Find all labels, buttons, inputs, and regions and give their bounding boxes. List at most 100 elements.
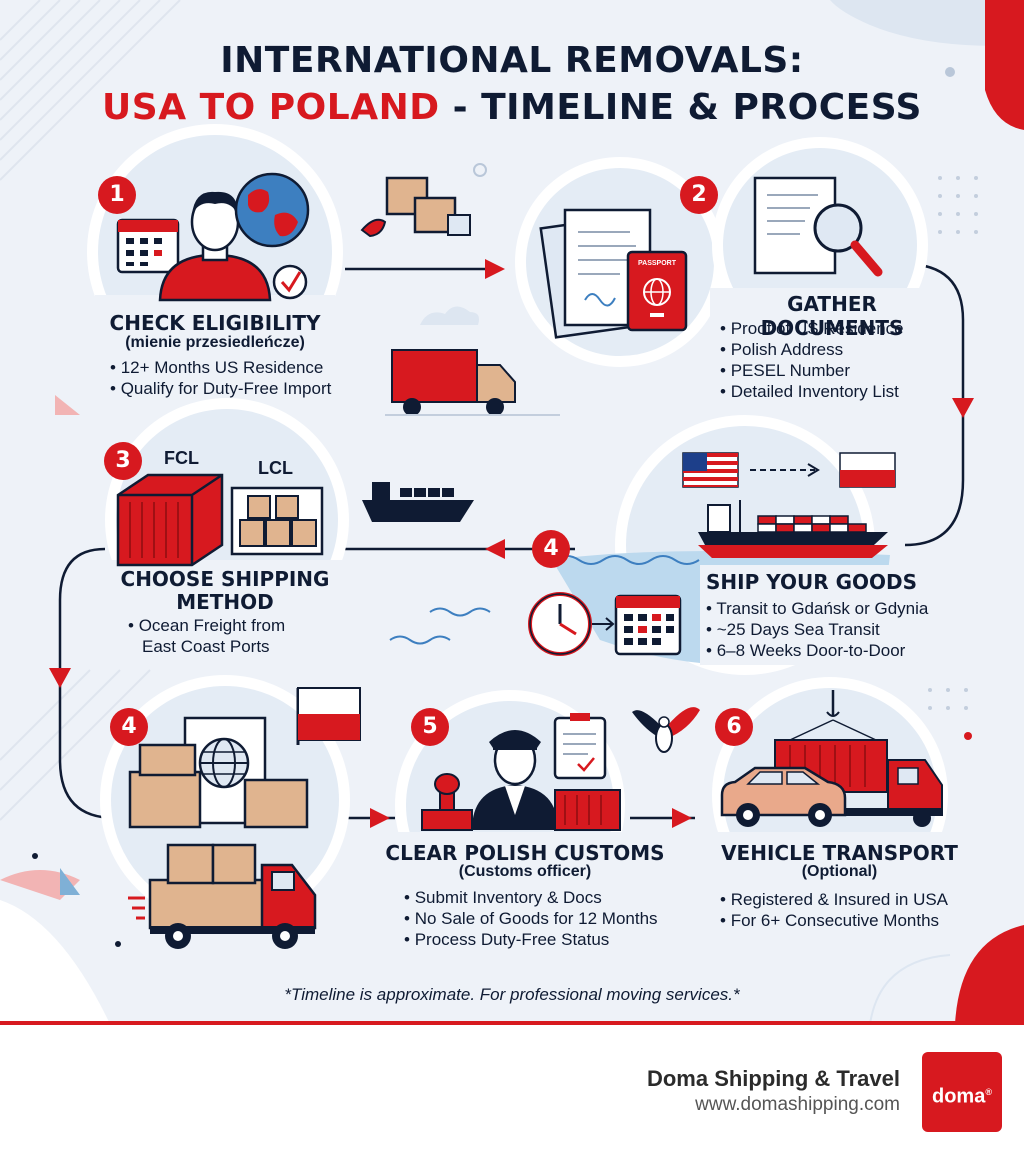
step4-number-badge: 4 <box>532 530 570 568</box>
step5-number-badge: 5 <box>411 708 449 746</box>
step4-bullet: ~25 Days Sea Transit <box>706 619 928 640</box>
moving-boxes-icon <box>128 743 309 829</box>
page-title-line1: INTERNATIONAL REMOVALS: <box>220 40 804 81</box>
passport-icon <box>626 250 688 332</box>
decor-dot-red <box>964 732 972 740</box>
fcl-container-icon <box>116 473 224 567</box>
brand-name: Doma Shipping & Travel <box>646 1066 900 1091</box>
lcl-label: LCL <box>258 458 293 478</box>
cloud-decor <box>420 306 479 325</box>
decor-corner-red <box>985 0 1024 130</box>
step5-bullet: No Sale of Goods for 12 Months <box>404 908 658 929</box>
step1-subheading: (mienie przesiedlеńcze) <box>125 334 305 351</box>
decor-left-white-shape <box>0 900 110 1024</box>
poland-flag-icon <box>296 687 361 745</box>
step1-bullet: Qualify for Duty-Free Import <box>110 378 332 399</box>
magnifier-icon <box>813 203 883 277</box>
step1-bullet-list: 12+ Months US Residence Qualify for Duty… <box>110 357 332 399</box>
footer-divider <box>0 1021 1024 1025</box>
cargo-ship-small-icon <box>362 482 474 522</box>
person-icon <box>158 191 272 302</box>
red-container-icon <box>554 789 621 831</box>
step2-bullet: PESEL Number <box>720 360 904 381</box>
lcl-container-icon <box>230 486 324 556</box>
step5-bullet: Process Duty-Free Status <box>404 929 658 950</box>
calendar-icon-2 <box>614 594 682 656</box>
step3-text-bg <box>100 560 355 660</box>
title-rest: - TIMELINE & PROCESS <box>439 87 922 128</box>
decor-hatch <box>0 0 181 181</box>
fcl-label: FCL <box>164 448 199 468</box>
step4-bullet-list: Transit to Gdańsk or Gdynia ~25 Days Sea… <box>706 598 928 661</box>
step5-subheading: (Customs officer) <box>458 863 592 880</box>
decor-corner-blue <box>830 0 1024 46</box>
step2-bullet: Proof of US Residence <box>720 318 904 339</box>
step4-bullet: 6–8 Weeks Door-to-Door <box>706 640 928 661</box>
step1-heading: CHECK ELIGIBILITY <box>109 311 321 335</box>
moving-truck-icon <box>128 843 317 949</box>
step5-bullet-list: Submit Inventory & Docs No Sale of Goods… <box>404 887 658 950</box>
step6-subheading: (Optional) <box>801 863 878 880</box>
decor-triangle-blue <box>60 868 80 895</box>
step4-bullet: Transit to Gdańsk or Gdynia <box>706 598 928 619</box>
step6-heading: VEHICLE TRANSPORT <box>721 841 958 865</box>
waves-decor <box>389 555 700 645</box>
logo-text: doma <box>932 1085 986 1108</box>
boxes-hand-icon <box>360 176 471 238</box>
step6-bullet: For 6+ Consecutive Months <box>720 910 948 931</box>
step5-heading: CLEAR POLISH CUSTOMS <box>385 841 665 865</box>
clipboard-icon <box>553 713 607 780</box>
calendar-icon <box>116 218 180 274</box>
step3-bullet-list: Ocean Freight from <box>128 615 285 636</box>
title-highlight: USA TO POLAND <box>102 87 440 128</box>
step6-bullet-list: Registered & Insured in USA For 6+ Conse… <box>720 889 948 931</box>
cargo-ship-icon <box>698 500 888 558</box>
decor-ring <box>473 163 487 177</box>
check-icon <box>272 264 308 300</box>
page-title-line2: USA TO POLAND - TIMELINE & PROCESS <box>0 87 1024 128</box>
step5-bullet: Submit Inventory & Docs <box>404 887 658 908</box>
step6-number-badge: 6 <box>715 708 753 746</box>
step4-heading: SHIP YOUR GOODS <box>706 570 918 594</box>
flow-arrowheads <box>49 259 974 828</box>
clock-icon <box>528 592 615 656</box>
step1-bullet: 12+ Months US Residence <box>110 357 331 378</box>
us-flag-icon <box>682 452 739 488</box>
step3-heading-line1: CHOOSE SHIPPING <box>120 567 330 591</box>
step3-heading: CHOOSE SHIPPING METHOD <box>105 568 345 614</box>
red-truck-icon <box>775 759 943 827</box>
poland-flag-small-icon <box>839 452 896 488</box>
customs-officer-icon <box>472 730 558 830</box>
dashed-arrow-icon <box>750 463 820 477</box>
passport-label: PASSPORT <box>638 260 676 267</box>
decor-arc <box>869 954 951 1024</box>
decor-triangle <box>55 395 80 415</box>
delivery-truck-icon <box>385 349 560 416</box>
brand-url[interactable]: www.domashipping.com <box>695 1094 900 1115</box>
step3-heading-line2: METHOD <box>176 590 274 614</box>
step3-number-badge: 3 <box>104 442 142 480</box>
logo-registered-mark: ® <box>985 1087 992 1097</box>
step1-number-badge: 1 <box>98 176 136 214</box>
decor-dot-small-2 <box>32 853 38 859</box>
eagle-icon <box>632 707 700 753</box>
step3-bullet: Ocean Freight from <box>128 615 285 636</box>
step6-bullet: Registered & Insured in USA <box>720 889 948 910</box>
decor-dot-small <box>115 941 121 947</box>
step2-bullet-list: Proof of US Residence Polish Address PES… <box>720 318 904 402</box>
footnote: *Timeline is approximate. For profession… <box>284 985 740 1004</box>
car-icon <box>720 766 847 827</box>
globe-icon <box>234 172 310 248</box>
step4b-number-badge: 4 <box>110 708 148 746</box>
decor-dot-grid <box>928 176 978 710</box>
brand-block: Doma Shipping & Travel www.domashipping.… <box>647 1066 900 1116</box>
decor-bottom-right-red <box>955 925 1024 1024</box>
step2-bullet: Polish Address <box>720 339 904 360</box>
stamp-icon <box>421 773 473 831</box>
step2-bullet: Detailed Inventory List <box>720 381 904 402</box>
brand-logo: doma® <box>922 1052 1002 1132</box>
step3-continuation: East Coast Ports <box>142 637 270 656</box>
step2-number-badge: 2 <box>680 176 718 214</box>
decor-dot <box>945 67 955 77</box>
